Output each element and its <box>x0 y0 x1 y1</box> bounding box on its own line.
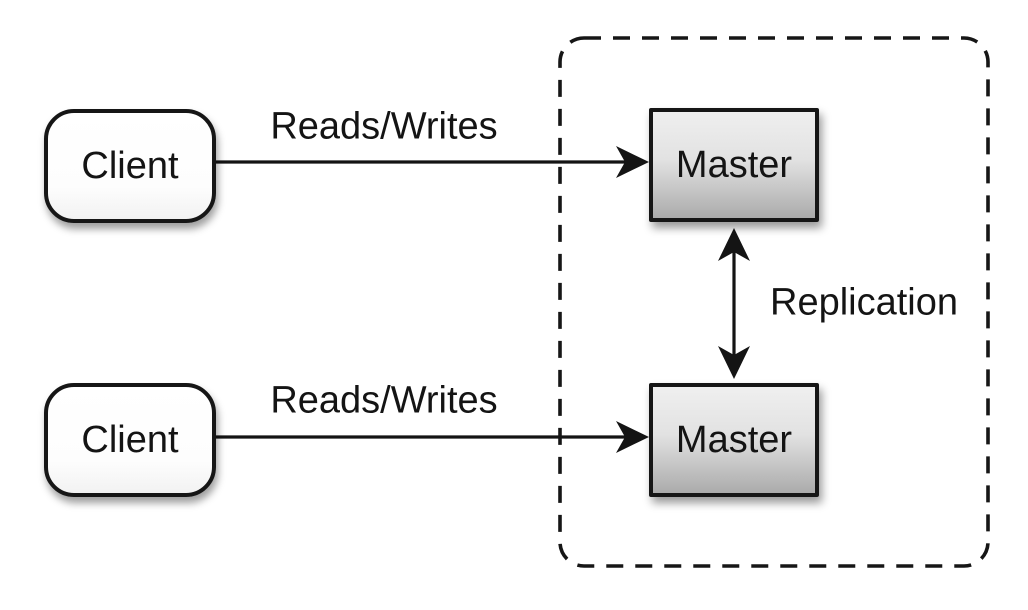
arrow-replication <box>718 228 750 379</box>
client-node-top-label: Client <box>81 144 179 187</box>
master-node-bottom-label: Master <box>675 418 793 461</box>
client-node-bottom-label: Client <box>81 418 179 461</box>
reads-writes-label-top: Reads/Writes <box>270 105 498 148</box>
master-node-top-label: Master <box>675 143 793 186</box>
replication-label: Replication <box>770 281 958 324</box>
client-node-top: Client <box>44 109 216 223</box>
arrow-reads-writes-top <box>216 146 649 178</box>
master-node-top: Master <box>649 108 819 222</box>
client-node-bottom: Client <box>44 383 216 497</box>
master-node-bottom: Master <box>649 383 819 497</box>
arrow-reads-writes-bottom <box>216 421 649 453</box>
reads-writes-label-bottom: Reads/Writes <box>270 379 498 422</box>
replication-boundary-border <box>558 36 990 568</box>
